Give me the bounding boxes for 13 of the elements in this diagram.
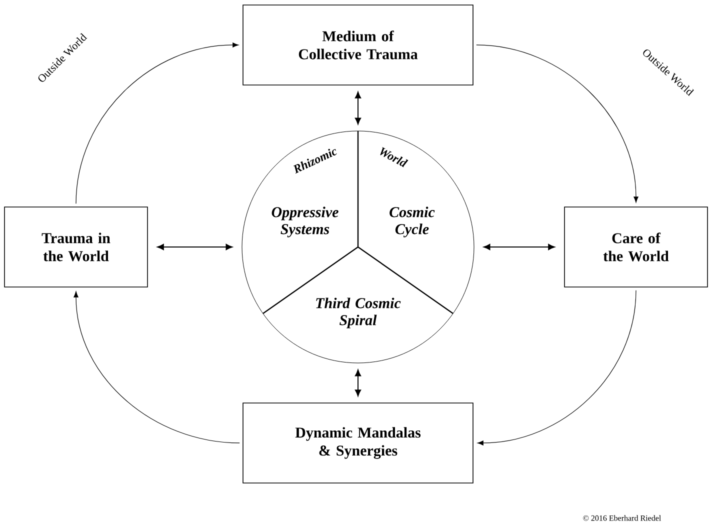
arrow [354,92,362,124]
arrow [484,244,555,250]
copyright-note: © 2016 Eberhard Riedel [583,515,661,521]
arrow [76,42,239,204]
arrow [476,44,638,203]
arrow [157,244,232,250]
arrow [477,290,636,446]
process-box: Care of the World [564,206,708,288]
arrow [74,291,240,444]
process-box: Medium of Collective Trauma [242,4,474,86]
arrow [354,370,362,396]
process-box: Trauma in the World [4,206,148,288]
process-box: Dynamic Mandalas & Synergies [242,402,474,484]
